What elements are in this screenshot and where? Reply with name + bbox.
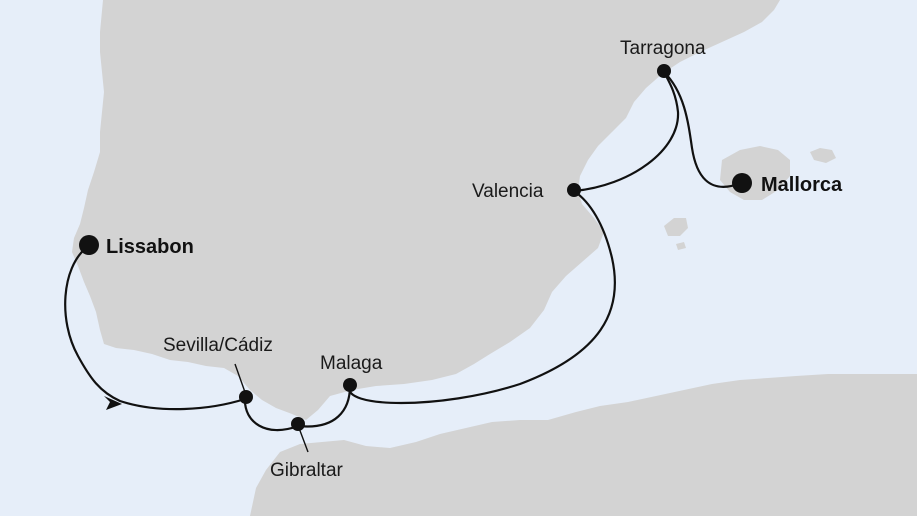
route-valencia-tarragona (572, 70, 680, 193)
route-lissabon-sevilla (64, 246, 247, 411)
port-label-mallorca: Mallorca (761, 174, 843, 196)
route-malaga-valencia (348, 189, 616, 405)
port-marker-malaga (343, 378, 357, 392)
port-label-tarragona: Tarragona (620, 38, 706, 59)
port-marker-mallorca (732, 173, 752, 193)
port-label-malaga: Malaga (320, 353, 383, 374)
port-label-gibraltar: Gibraltar (270, 460, 344, 481)
iberian-peninsula-landmass (72, 0, 780, 420)
formentera-island (676, 242, 686, 250)
port-marker-lissabon (79, 235, 99, 255)
port-marker-valencia (567, 183, 581, 197)
port-label-lissabon: Lissabon (106, 236, 194, 258)
sevilla-leader-line (234, 363, 247, 396)
port-label-valencia: Valencia (472, 181, 544, 202)
route-direction-arrow-icon (104, 396, 122, 410)
north-africa-landmass (250, 374, 917, 516)
port-marker-gibraltar (291, 417, 305, 431)
port-marker-sevilla (239, 390, 253, 404)
route-sevilla-gibraltar (243, 397, 300, 432)
menorca-island (810, 148, 836, 163)
ibiza-island (664, 218, 688, 236)
port-marker-tarragona (657, 64, 671, 78)
route-tarragona-mallorca (662, 70, 743, 188)
gibraltar-leader-line (298, 427, 309, 453)
port-label-sevilla: Sevilla/Cádiz (163, 335, 273, 356)
